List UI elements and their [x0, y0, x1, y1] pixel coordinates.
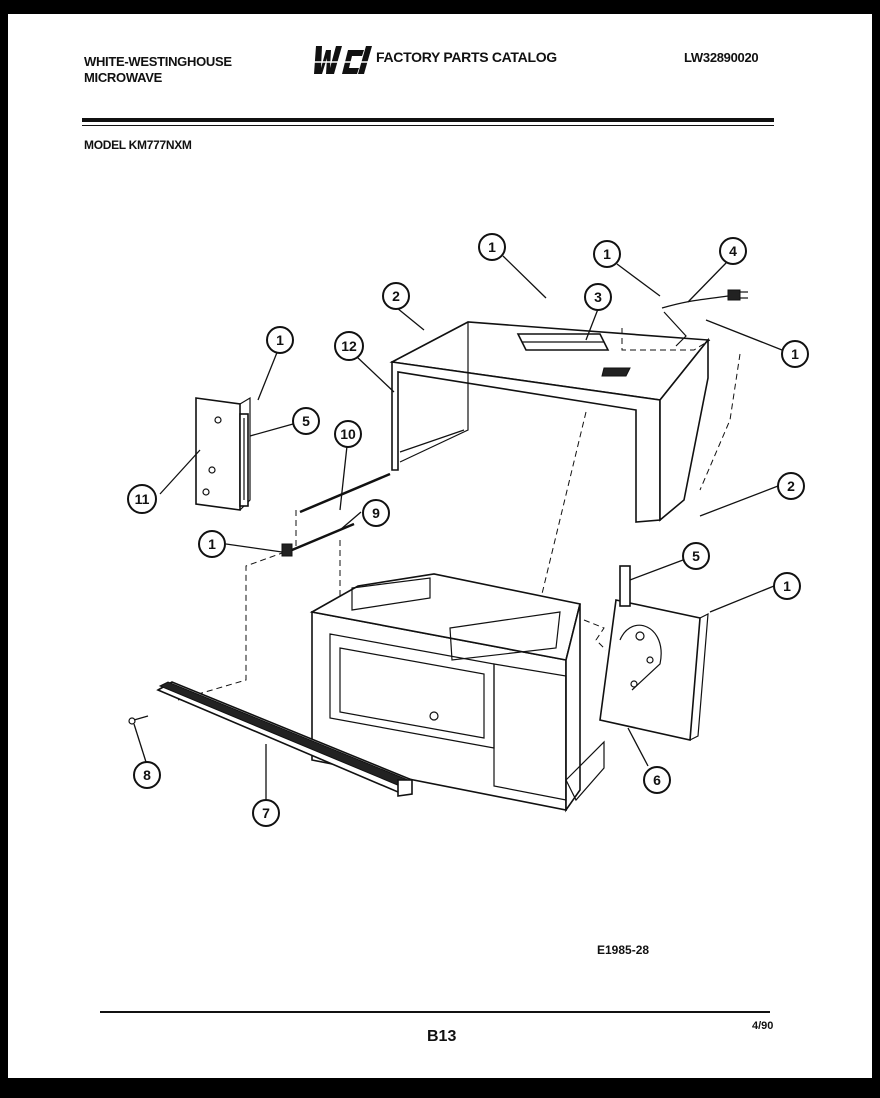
callout-9: 9 — [362, 499, 390, 527]
callout-label: 2 — [787, 478, 795, 494]
callout-4: 4 — [719, 237, 747, 265]
brand-line-1: WHITE-WESTINGHOUSE — [84, 54, 232, 69]
callout-1a: 1 — [478, 233, 506, 261]
callout-1f: 1 — [773, 572, 801, 600]
callout-label: 7 — [262, 805, 270, 821]
callout-label: 1 — [208, 536, 216, 552]
oven-cavity — [309, 573, 605, 813]
callout-label: 1 — [488, 239, 496, 255]
wci-logo — [312, 46, 374, 74]
callout-1e: 1 — [198, 530, 226, 558]
callout-5b: 5 — [682, 542, 710, 570]
callout-label: 5 — [692, 548, 700, 564]
callout-label: 11 — [135, 491, 150, 507]
callout-label: 10 — [340, 426, 356, 442]
footer-rule — [100, 1011, 770, 1013]
model-number: MODEL KM777NXM — [84, 138, 192, 152]
callout-8: 8 — [133, 761, 161, 789]
callout-1c: 1 — [781, 340, 809, 368]
callout-label: 1 — [791, 346, 799, 362]
callout-label: 9 — [372, 505, 380, 521]
callout-label: 1 — [276, 332, 284, 348]
callout-label: 12 — [341, 338, 357, 354]
callout-label: 1 — [783, 578, 791, 594]
callout-10: 10 — [334, 420, 362, 448]
callout-label: 8 — [143, 767, 151, 783]
callout-label: 6 — [653, 772, 661, 788]
callout-1b: 1 — [593, 240, 621, 268]
page-number: B13 — [427, 1028, 457, 1045]
drawing-code: E1985-28 — [597, 943, 650, 957]
callout-2b: 2 — [777, 472, 805, 500]
callout-label: 5 — [302, 413, 310, 429]
brand-line-2: MICROWAVE — [84, 70, 162, 85]
catalog-title: FACTORY PARTS CATALOG — [376, 49, 557, 65]
side-panel — [599, 565, 709, 741]
callout-label: 1 — [603, 246, 611, 262]
revision-date: 4/90 — [752, 1020, 774, 1032]
callout-label: 4 — [729, 243, 737, 259]
callout-1d: 1 — [266, 326, 294, 354]
callout-7: 7 — [252, 799, 280, 827]
catalog-page — [8, 14, 872, 1078]
header-rule — [82, 118, 774, 122]
callout-label: 2 — [392, 288, 400, 304]
callout-5a: 5 — [292, 407, 320, 435]
callout-6: 6 — [643, 766, 671, 794]
power-cord — [661, 289, 748, 347]
outer-cabinet — [389, 321, 710, 523]
header-rule-thin — [82, 125, 774, 126]
callout-3: 3 — [584, 283, 612, 311]
callout-label: 3 — [594, 289, 602, 305]
catalog-number: LW32890020 — [684, 50, 759, 65]
control-bracket — [195, 396, 251, 511]
callout-2a: 2 — [382, 282, 410, 310]
front-grille — [156, 681, 414, 797]
callout-12: 12 — [334, 331, 364, 361]
callout-11: 11 — [127, 484, 157, 514]
